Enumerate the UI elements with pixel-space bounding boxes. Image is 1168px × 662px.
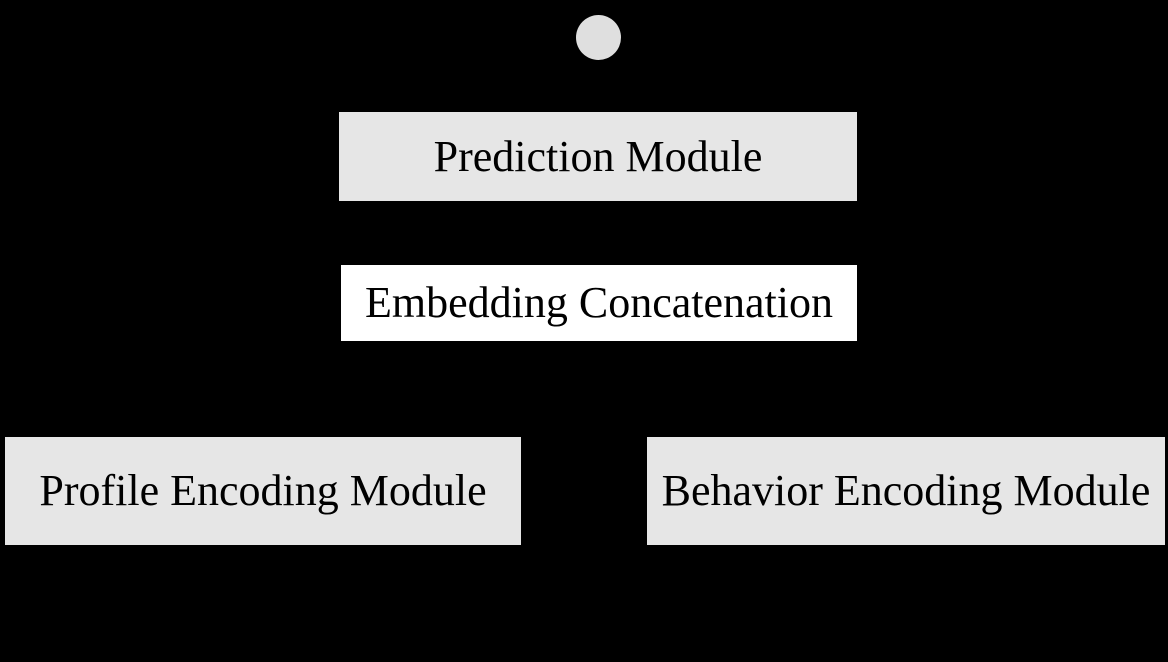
output-dot-circle bbox=[576, 15, 621, 60]
embedding-concatenation-label: Embedding Concatenation bbox=[365, 278, 833, 327]
profile-encoding-module-label: Profile Encoding Module bbox=[39, 466, 487, 515]
node-embedding-concatenation: Embedding Concatenation bbox=[341, 265, 857, 341]
prediction-module-label: Prediction Module bbox=[433, 131, 763, 181]
node-prediction-module: Prediction Module bbox=[339, 112, 857, 201]
node-behavior-encoding-module: Behavior Encoding Module bbox=[647, 437, 1165, 545]
node-profile-encoding-module: Profile Encoding Module bbox=[5, 437, 521, 545]
behavior-encoding-module-label: Behavior Encoding Module bbox=[661, 466, 1151, 515]
